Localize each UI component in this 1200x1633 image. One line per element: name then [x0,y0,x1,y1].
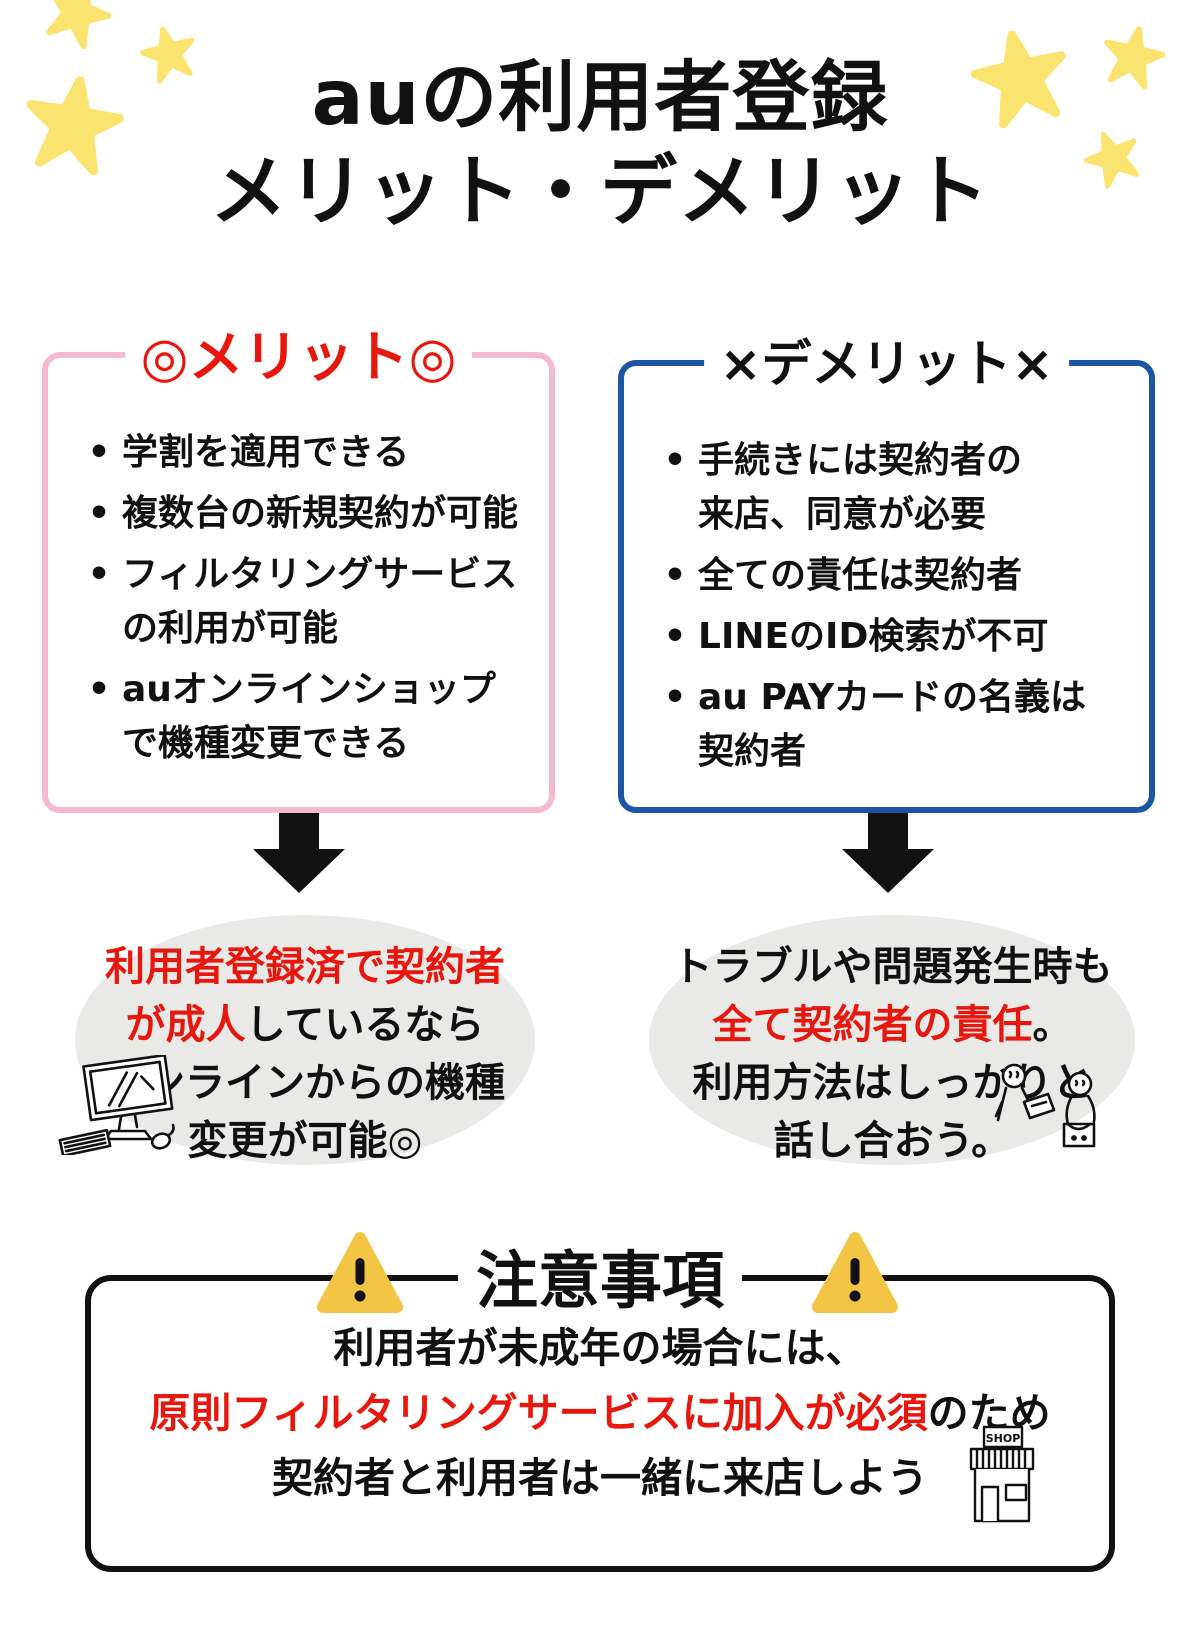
star-icon [26,76,125,176]
notice-text: 利用者が未成年の場合には、原則フィルタリングサービスに加入が必須のため契約者と利… [100,1316,1100,1510]
merit-item-text: auオンラインショップ で機種変更できる [122,669,496,764]
list-item: • 学割を適用できる [76,426,535,480]
demerit-item-text: 全ての責任は契約者 [698,555,1023,596]
list-item: • 手続きには契約者の 来店、同意が必要 [652,434,1135,542]
notice-title: 注意事項 [457,1230,743,1320]
bullet-icon: • [663,616,687,657]
people-icon [994,1063,1096,1148]
computer-icon [58,1055,175,1155]
page-title-line1: auの利用者登録 [311,54,889,143]
merit-result-text: 利用者登録済で契約者が成人しているならオンラインからの機種変更が可能◎ [45,938,565,1170]
bullet-icon: • [87,669,111,710]
list-item: • auオンラインショップ で機種変更できる [76,663,535,771]
list-item: • LINEのID検索が不可 [652,610,1135,664]
merit-item-text: フィルタリングサービス の利用が可能 [122,554,518,649]
star-icon [1083,131,1140,189]
text-segment: 原則フィルタリングサービスに加入が必須 [149,1388,928,1437]
list-item: • 複数台の新規契約が可能 [76,487,535,541]
demerit-result-bubble [649,915,1135,1165]
star-icon [139,26,195,84]
star-icon [1104,26,1166,90]
text-segment: 。 [1032,1002,1073,1048]
merit-box: ◎メリット◎ • 学割を適用できる • 複数台の新規契約が可能 • フィルタリン… [42,312,555,813]
text-segment: が成人 [125,1002,246,1048]
bullet-icon: • [663,440,687,481]
down-arrow-icon [253,813,345,893]
shop-sign-label: SHOP [986,1432,1021,1445]
shop-icon: SHOP [969,1425,1035,1523]
text-segment: トラブルや問題発生時も [672,944,1113,990]
demerit-item-text: au PAYカードの名義は 契約者 [698,677,1087,772]
merit-result-bubble [75,915,535,1165]
demerit-item-text: LINEのID検索が不可 [698,616,1049,657]
text-segment: 全て契約者の責任 [712,1002,1033,1048]
warning-icon [812,1232,898,1313]
bullet-icon: • [87,432,111,473]
page-title-line2: メリット・デメリット [210,147,990,237]
bullet-icon: • [663,555,687,596]
demerit-list: • 手続きには契約者の 来店、同意が必要 • 全ての責任は契約者 • LINEの… [624,366,1149,779]
demerit-header: ×デメリット× [703,324,1070,396]
star-icon [970,30,1066,129]
merit-list: • 学割を適用できる • 複数台の新規契約が可能 • フィルタリングサービス の… [48,358,549,771]
demerit-box: ×デメリット× • 手続きには契約者の 来店、同意が必要 • 全ての責任は契約者… [618,324,1155,813]
down-arrow-icon [842,813,934,893]
page-title: auの利用者登録 メリット・デメリット [0,52,1200,240]
demerit-item-text: 手続きには契約者の 来店、同意が必要 [698,440,1023,535]
list-item: • フィルタリングサービス の利用が可能 [76,548,535,656]
bullet-icon: • [87,493,111,534]
bullet-icon: • [663,677,687,718]
text-segment: 話し合おう。 [773,1118,1012,1164]
merit-item-text: 複数台の新規契約が可能 [122,493,519,534]
warning-icon [317,1232,403,1313]
text-segment: 契約者と利用者は一緒に来店しよう [272,1453,928,1502]
star-icon [46,0,112,50]
text-segment: 変更が可能◎ [187,1118,423,1164]
text-segment: 利用者が未成年の場合には、 [333,1324,867,1372]
bullet-icon: • [87,554,111,595]
notice-box [85,1275,1115,1572]
list-item: • 全ての責任は契約者 [652,549,1135,603]
merit-item-text: 学割を適用できる [122,432,410,473]
merit-header: ◎メリット◎ [124,312,473,392]
text-segment: 利用者登録済で契約者 [105,944,505,990]
text-segment: しているなら [245,1002,485,1048]
list-item: • au PAYカードの名義は 契約者 [652,671,1135,779]
